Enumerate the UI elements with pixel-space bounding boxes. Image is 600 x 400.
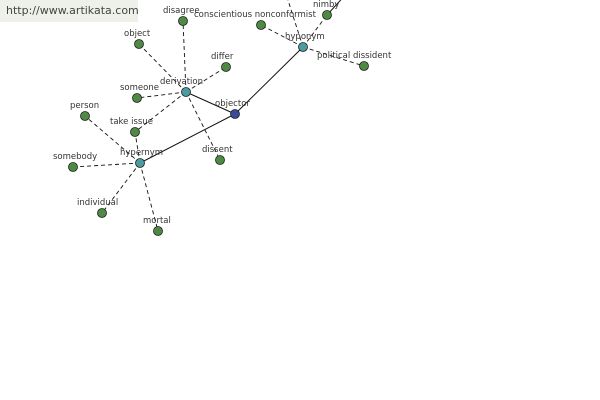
edge-derivation-disagree xyxy=(182,20,187,93)
edge-derivation-dissent xyxy=(185,91,221,161)
node-individual[interactable] xyxy=(97,208,107,218)
label-dissent[interactable]: dissent xyxy=(202,145,233,155)
node-hyponym[interactable] xyxy=(298,42,308,52)
node-political-dissident[interactable] xyxy=(359,61,369,71)
edge-hypernym-take-issue xyxy=(134,131,141,164)
label-derivation[interactable]: derivation xyxy=(160,77,203,87)
label-differ[interactable]: differ xyxy=(211,52,234,62)
edge-derivation-take-issue xyxy=(134,91,187,133)
label-take-issue[interactable]: take issue xyxy=(110,117,153,127)
node-derivation[interactable] xyxy=(181,87,191,97)
labels-layer: objector derivation hypernym hyponym disagre… xyxy=(53,0,392,226)
edge-derivation-differ xyxy=(185,66,227,93)
node-take-issue[interactable] xyxy=(130,127,140,137)
label-hyponym[interactable]: hyponym xyxy=(285,32,325,42)
node-somebody[interactable] xyxy=(68,162,78,172)
node-differ[interactable] xyxy=(221,62,231,72)
node-mortal[interactable] xyxy=(153,226,163,236)
node-objector[interactable] xyxy=(230,109,240,119)
edge-objector-derivation xyxy=(185,91,236,115)
node-object[interactable] xyxy=(134,39,144,49)
node-hypernym[interactable] xyxy=(135,158,145,168)
edge-offcanvas-0 xyxy=(326,0,342,16)
label-object[interactable]: object xyxy=(124,29,151,39)
label-nimby[interactable]: nimby xyxy=(313,0,339,10)
label-mortal[interactable]: mortal xyxy=(143,216,171,226)
nodes-layer xyxy=(68,10,369,236)
node-nimby[interactable] xyxy=(322,10,332,20)
edge-derivation-someone xyxy=(136,91,187,99)
label-conscientious-nonconformist[interactable]: conscientious nonconformist xyxy=(194,10,317,20)
label-objector[interactable]: objector xyxy=(215,99,250,109)
edge-hyponym-conscientious-nonconformist xyxy=(260,24,304,48)
node-dissent[interactable] xyxy=(215,155,225,165)
edge-offcanvas-1 xyxy=(287,0,304,48)
label-somebody[interactable]: somebody xyxy=(53,152,97,162)
edge-objector-hyponym xyxy=(234,46,304,115)
label-person[interactable]: person xyxy=(70,101,99,111)
edges-layer xyxy=(72,0,365,232)
edge-objector-hypernym xyxy=(139,113,236,164)
label-hypernym[interactable]: hypernym xyxy=(120,148,163,158)
node-person[interactable] xyxy=(80,111,90,121)
site-url-banner[interactable]: http://www.artikata.com xyxy=(0,0,139,22)
label-individual[interactable]: individual xyxy=(77,198,118,208)
label-political-dissident[interactable]: political dissident xyxy=(317,51,392,61)
node-someone[interactable] xyxy=(132,93,142,103)
node-disagree[interactable] xyxy=(178,16,188,26)
edge-hypernym-person xyxy=(84,115,141,164)
label-someone[interactable]: someone xyxy=(120,83,159,93)
node-conscientious-nonconformist[interactable] xyxy=(256,20,266,30)
edge-hypernym-somebody xyxy=(72,162,141,168)
label-disagree[interactable]: disagree xyxy=(163,6,200,16)
edge-hypernym-mortal xyxy=(139,162,159,232)
edge-hyponym-political-dissident xyxy=(302,46,365,67)
edge-hypernym-individual xyxy=(101,162,141,214)
